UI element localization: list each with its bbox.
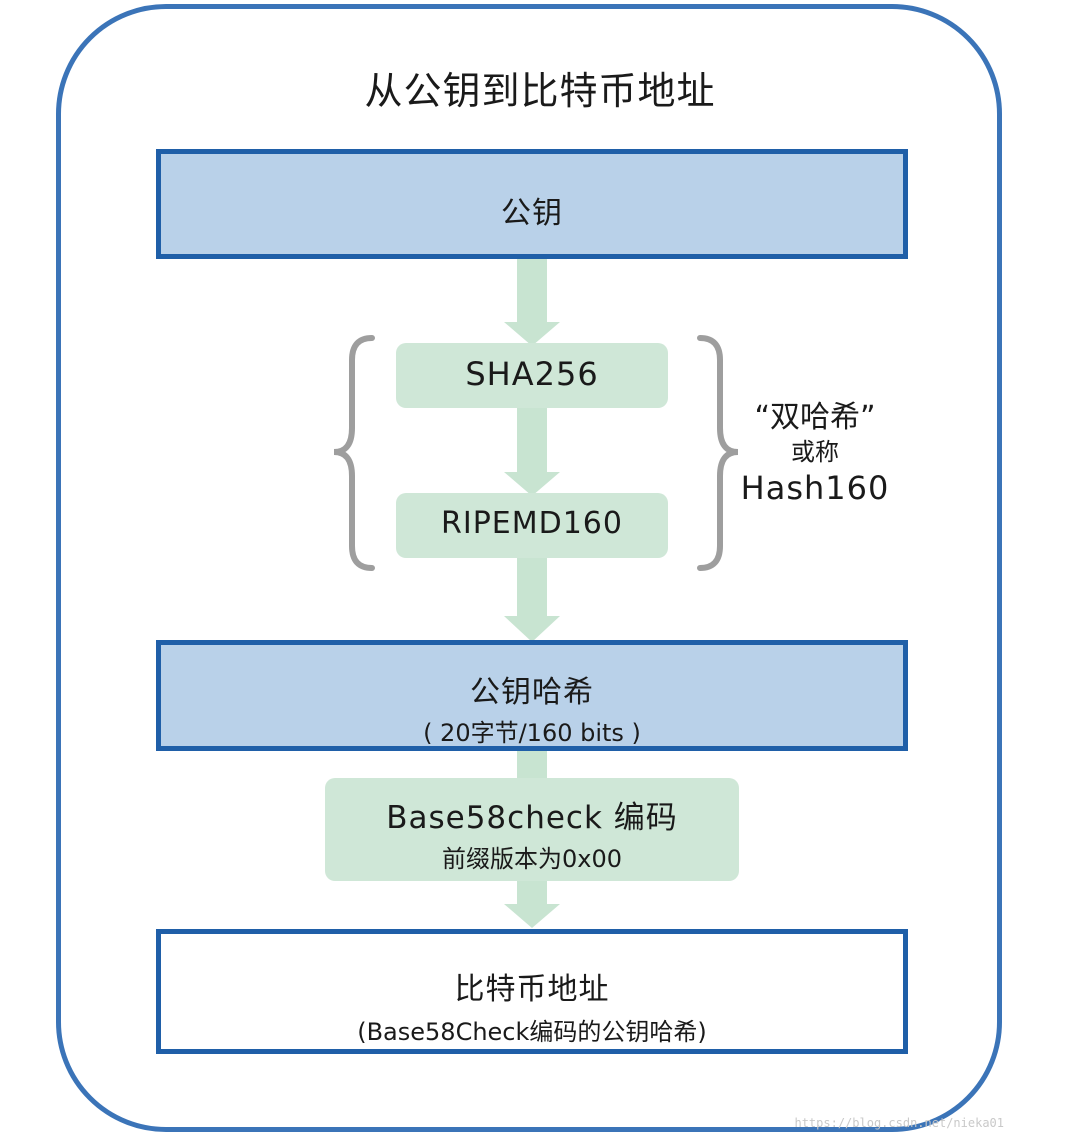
pubkey-hash-sublabel: ( 20字节/160 bits )	[423, 719, 641, 747]
ripemd160-box: RIPEMD160	[396, 493, 668, 558]
left-brace	[333, 335, 375, 571]
double-hash-note-line3: Hash160	[740, 469, 890, 507]
base58check-label: Base58check 编码	[386, 800, 678, 836]
arrow-ripemd160-to-pubkey-hash	[504, 558, 560, 642]
watermark-url: https://blog.csdn.net/nieka01	[794, 1116, 1004, 1130]
ripemd160-label: RIPEMD160	[441, 506, 623, 541]
arrow-pubkey-hash-to-base58	[517, 750, 547, 780]
bitcoin-address-sublabel: (Base58Check编码的公钥哈希)	[357, 1018, 707, 1046]
base58check-box: Base58check 编码 前缀版本为0x00	[325, 778, 739, 881]
pubkey-hash-box: 公钥哈希 ( 20字节/160 bits )	[156, 640, 908, 751]
diagram-title: 从公钥到比特币地址	[364, 69, 716, 113]
public-key-label: 公钥	[501, 196, 563, 231]
sha256-label: SHA256	[465, 355, 599, 393]
double-hash-note: “双哈希” 或称 Hash160	[730, 398, 900, 510]
right-brace	[697, 335, 739, 571]
bitcoin-address-label: 比特币地址	[454, 972, 610, 1007]
bitcoin-address-box: 比特币地址 (Base58Check编码的公钥哈希)	[156, 929, 908, 1054]
double-hash-note-line1: “双哈希”	[754, 400, 876, 435]
diagram-frame	[56, 4, 1002, 1132]
arrow-sha256-to-ripemd160	[504, 408, 560, 496]
arrow-base58-to-address	[504, 880, 560, 928]
double-hash-note-line2: 或称	[791, 438, 839, 466]
public-key-box: 公钥	[156, 149, 908, 259]
base58check-sublabel: 前缀版本为0x00	[441, 845, 622, 873]
sha256-box: SHA256	[396, 343, 668, 408]
arrow-pubkey-to-sha256	[504, 258, 560, 346]
pubkey-hash-label: 公钥哈希	[470, 675, 594, 710]
